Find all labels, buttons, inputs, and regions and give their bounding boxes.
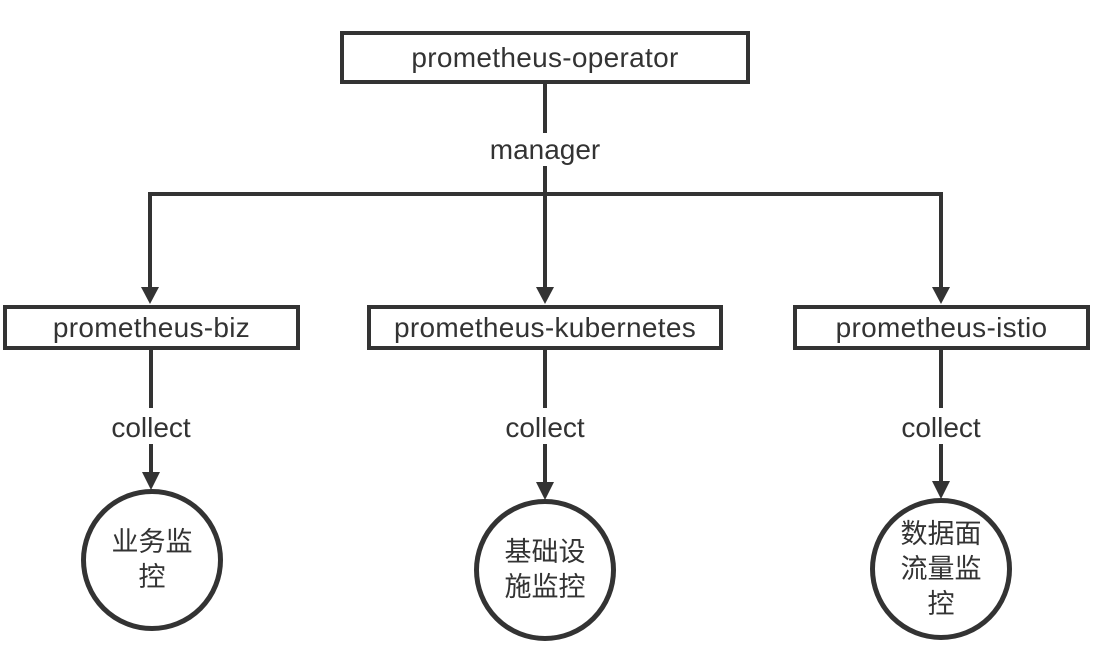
node-dataplane-traffic-monitoring-circle: 数据面流量监控 <box>870 498 1012 640</box>
edge-label-collect-kubernetes: collect <box>502 412 588 444</box>
node-infrastructure-monitoring-label: 基础设施监控 <box>504 537 586 602</box>
node-prometheus-operator-label: prometheus-operator <box>411 41 679 73</box>
node-business-monitoring-label: 业务监控 <box>111 527 193 592</box>
node-prometheus-biz-label: prometheus-biz <box>52 311 251 343</box>
arrowhead-istio <box>932 287 950 304</box>
node-prometheus-operator: prometheus-operator <box>340 31 750 84</box>
node-prometheus-kubernetes-label: prometheus-kubernetes <box>393 311 697 343</box>
node-prometheus-istio: prometheus-istio <box>793 305 1090 350</box>
edge-label-collect-biz: collect <box>108 412 194 444</box>
arrow-heads <box>141 287 950 500</box>
node-infrastructure-monitoring-circle: 基础设施监控 <box>474 499 616 641</box>
node-prometheus-istio-label: prometheus-istio <box>835 311 1048 343</box>
edge-label-manager: manager <box>486 134 604 166</box>
arrowhead-biz-target <box>142 472 160 490</box>
node-dataplane-traffic-monitoring-label: 数据面流量监控 <box>900 518 982 619</box>
arrowhead-istio-target <box>932 481 950 499</box>
arrowhead-kubernetes-target <box>536 482 554 500</box>
arrowhead-biz <box>141 287 159 304</box>
edge-lines <box>148 83 943 484</box>
edge-label-collect-istio: collect <box>898 412 984 444</box>
node-prometheus-kubernetes: prometheus-kubernetes <box>367 305 723 350</box>
node-prometheus-biz: prometheus-biz <box>3 305 300 350</box>
node-business-monitoring-circle: 业务监控 <box>81 489 223 631</box>
arrowhead-kubernetes <box>536 287 554 304</box>
